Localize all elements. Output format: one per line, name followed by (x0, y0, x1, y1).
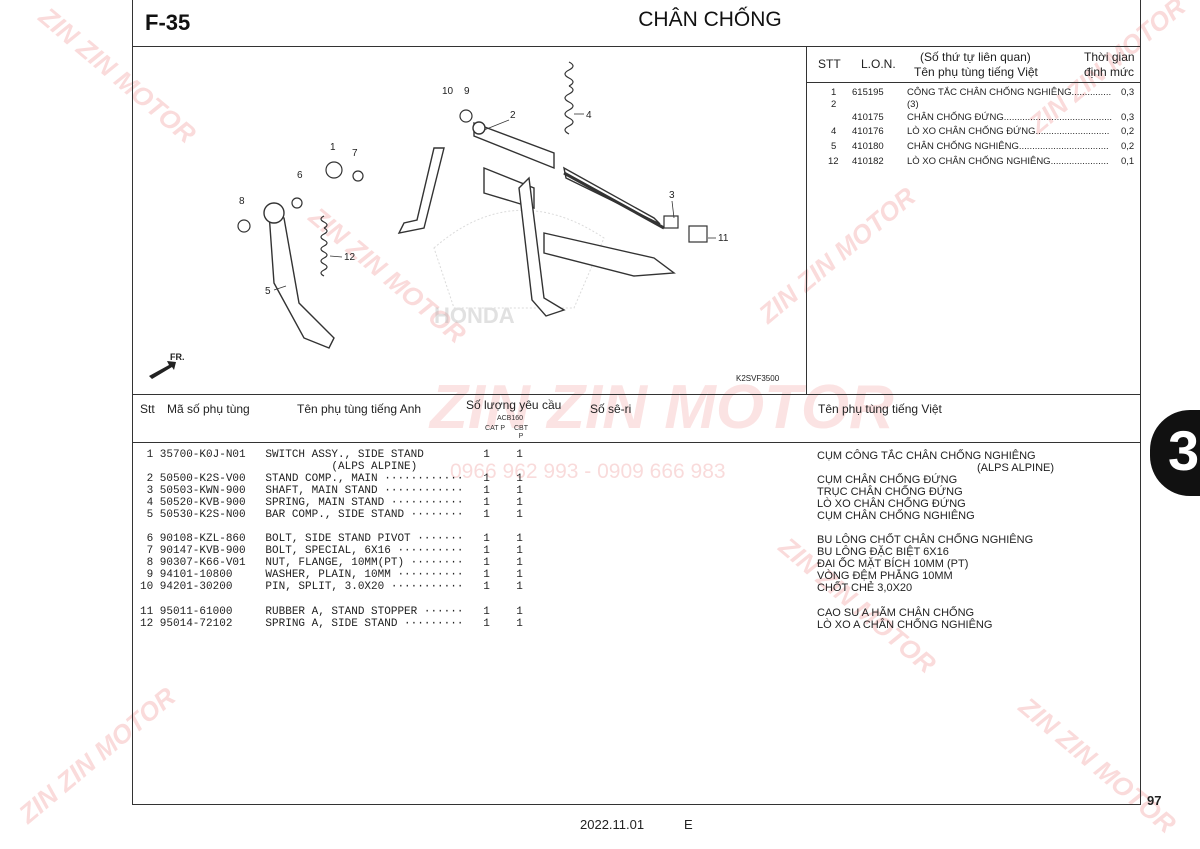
vi-name: CỤM CÔNG TẮC CHÂN CHỐNG NGHIÊNG (817, 450, 1036, 462)
diagram-ref-code: K2SVF3500 (736, 374, 780, 383)
page-code: F-35 (145, 10, 191, 35)
lon-time: 0,3 (1121, 112, 1135, 123)
lon-desc: CHÂN CHỐNG ĐỨNG.........................… (907, 112, 1112, 123)
parts-header-part-no: Mã số phụ tùng (167, 402, 250, 416)
vi-name: (ALPS ALPINE) (977, 462, 1055, 474)
lon-desc: LÒ XO CHÂN CHỐNG NGHIÊNG................… (907, 156, 1109, 167)
parts-header-qty-col1: CAT P (485, 425, 505, 432)
table-row: (ALPS ALPINE) (140, 461, 418, 473)
callout-6: 6 (297, 170, 303, 181)
side-stand-drawing (263, 202, 335, 349)
callout-2: 2 (510, 110, 516, 121)
section-tab-number: 3 (1168, 419, 1200, 482)
diagram-divider (806, 46, 807, 394)
table-row: 1 35700-K0J-N01 SWITCH ASSY., SIDE STAND… (140, 449, 523, 461)
lon-stt: 12 (828, 156, 839, 167)
leader-lines (273, 113, 716, 291)
vi-name: BU LÔNG ĐẶC BIỆT 6X16 (817, 546, 949, 558)
table-row: 9 94101-10800 WASHER, PLAIN, 10MM ······… (140, 569, 523, 581)
table-row: 5 50530-K2S-N00 BAR COMP., SIDE STAND ··… (140, 509, 523, 521)
lon-time: 0,3 (1121, 87, 1135, 98)
lon-code: 410176 (852, 126, 884, 137)
lon-code: 615195 (852, 87, 884, 98)
callout-5: 5 (265, 286, 271, 297)
lon-header-time-2: định mức (1084, 65, 1135, 79)
lon-code: 410182 (852, 156, 884, 167)
lon-time: 0,2 (1121, 141, 1135, 152)
lon-desc: CHÂN CHỐNG NGHIÊNG......................… (907, 141, 1109, 152)
callout-4: 4 (586, 110, 592, 121)
page-frame (132, 0, 1141, 805)
callout-12: 12 (344, 252, 356, 263)
table-row: 10 94201-30200 PIN, SPLIT, 3.0X20 ······… (140, 581, 523, 593)
table-row: 4 50520-KVB-900 SPRING, MAIN STAND ·····… (140, 497, 523, 509)
parts-header-qty: Số lượng yêu cầu (466, 398, 562, 412)
parts-header-serial: Số sê-ri (590, 402, 632, 416)
callout-1: 1 (330, 142, 336, 153)
vi-name: CHỐT CHẺ 3,0X20 (817, 582, 913, 594)
lon-stt: 2 (831, 99, 837, 110)
vi-name: LÒ XO A CHÂN CHỐNG NGHIÊNG (817, 619, 993, 631)
table-row: 12 95014-72102 SPRING A, SIDE STAND ····… (140, 618, 523, 630)
vi-name: CỤM CHÂN CHỐNG ĐỨNG (817, 474, 958, 486)
lon-header-stt: STT (818, 57, 841, 71)
lon-header-desc-2: Tên phụ tùng tiếng Việt (914, 65, 1038, 79)
lon-desc: CÔNG TẮC CHÂN CHỐNG NGHIÊNG.............… (907, 87, 1112, 98)
vi-name: VÒNG ĐỆM PHẲNG 10MM (817, 570, 953, 582)
callout-11: 11 (718, 233, 729, 244)
callout-8: 8 (239, 196, 245, 207)
table-header-divider (133, 442, 1141, 443)
fr-arrow-icon: FR. (149, 352, 185, 379)
page-title: CHÂN CHỐNG (638, 8, 782, 31)
vi-name: CỤM CHÂN CHỐNG NGHIÊNG (817, 510, 975, 522)
vi-name: LÒ XO CHÂN CHỐNG ĐỨNG (817, 498, 966, 510)
footer-date: 2022.11.01 (580, 817, 645, 832)
callout-3: 3 (669, 190, 675, 201)
table-row: 2 50500-K2S-V00 STAND COMP., MAIN ······… (140, 473, 523, 485)
parts-header-qty-model: ACB160 (496, 415, 524, 422)
lon-stt: 1 (831, 87, 837, 98)
lon-header-desc-1: (Số thứ tự liên quan) (920, 50, 1031, 64)
callout-labels: 1 2 3 4 5 6 7 8 9 10 11 12 (239, 86, 729, 297)
lon-time: 0,1 (1121, 156, 1135, 167)
vi-name: BU LÔNG CHỐT CHÂN CHỐNG NGHIÊNG (817, 534, 1034, 546)
lon-header-time-1: Thời gian (1084, 50, 1135, 64)
fr-label: FR. (170, 352, 185, 362)
lon-stt: 4 (831, 126, 837, 137)
callout-10: 10 (442, 86, 454, 97)
table-row: 7 90147-KVB-900 BOLT, SPECIAL, 6X16 ····… (140, 545, 523, 557)
parts-header-qty-col2: CBT P (514, 425, 528, 440)
honda-logo-text: HONDA (434, 303, 515, 328)
parts-header-stt: Stt (140, 402, 155, 416)
lon-stt: 5 (831, 141, 837, 152)
small-parts-drawing (237, 61, 708, 277)
main-stand-drawing (397, 121, 676, 317)
table-row: 11 95011-61000 RUBBER A, STAND STOPPER ·… (140, 606, 523, 618)
parts-header-name-en: Tên phụ tùng tiếng Anh (297, 402, 422, 416)
lon-header-lon: L.O.N. (861, 57, 896, 71)
honda-logo-watermark: HONDA (433, 209, 605, 328)
lon-desc: LÒ XO CHÂN CHỐNG ĐỨNG...................… (907, 126, 1110, 137)
lon-desc: (3) (907, 99, 919, 110)
footer-edition: E (684, 817, 693, 832)
vi-name: TRỤC CHÂN CHỐNG ĐỨNG (817, 486, 963, 498)
callout-7: 7 (352, 148, 358, 159)
vi-name: CAO SU A HÃM CHÂN CHỐNG (817, 607, 975, 619)
table-row: 3 50503-KWN-900 SHAFT, MAIN STAND ······… (140, 485, 523, 497)
page-number: 97 (1147, 793, 1162, 808)
table-row: 6 90108-KZL-860 BOLT, SIDE STAND PIVOT ·… (140, 533, 523, 545)
lon-code: 410175 (852, 112, 884, 123)
diagram-bottom-divider (133, 394, 1141, 395)
lon-code: 410180 (852, 141, 884, 152)
lon-header-divider (806, 82, 1141, 83)
parts-header-name-vi: Tên phụ tùng tiếng Việt (818, 402, 942, 416)
parts-diagram: HONDA 1 2 3 4 5 6 7 8 9 10 11 12 (149, 61, 780, 383)
section-tab (1150, 410, 1200, 496)
callout-9: 9 (464, 86, 470, 97)
vi-name: ĐAI ỐC MẶT BÍCH 10MM (PT) (817, 558, 969, 570)
lon-time: 0,2 (1121, 126, 1135, 137)
header-divider (133, 46, 1141, 47)
watermark-phone-center: 0966 962 993 - 0909 666 983 (450, 460, 726, 483)
table-row: 8 90307-K66-V01 NUT, FLANGE, 10MM(PT) ··… (140, 557, 523, 569)
